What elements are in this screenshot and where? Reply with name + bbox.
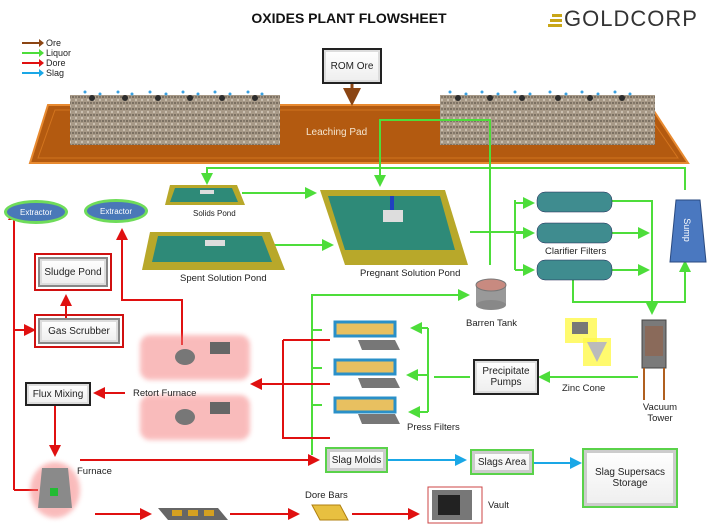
node-sludge-pond: Sludge Pond xyxy=(34,253,112,291)
node-pregnant-solution-pond: Pregnant Solution Pond xyxy=(360,268,461,279)
node-barren-tank: Barren Tank xyxy=(466,318,518,329)
arrow-icon xyxy=(22,59,44,67)
vacuum-tower-graphic xyxy=(641,319,667,400)
node-vacuum-tower: Vacuum Tower xyxy=(642,402,678,424)
node-slag-supersacs-storage: Slag Supersacs Storage xyxy=(582,448,678,508)
node-sump: Sump xyxy=(681,218,692,242)
node-slag-molds: Slag Molds xyxy=(325,447,388,473)
legend-label: Slag xyxy=(46,68,65,78)
node-flux-mixing: Flux Mixing xyxy=(25,382,91,406)
arrow-icon xyxy=(22,39,44,47)
ore-heap-left xyxy=(70,95,280,145)
leaching-pad xyxy=(28,90,690,164)
node-press-filters: Press Filters xyxy=(407,422,460,433)
arrow-icon xyxy=(22,69,44,77)
logo-bars-icon xyxy=(548,12,562,27)
pregnant-solution-pond-graphic xyxy=(320,190,468,265)
barren-tank-graphic xyxy=(475,278,507,310)
node-vault: Vault xyxy=(488,500,509,511)
clarifier-filters-graphic xyxy=(536,191,613,281)
solids-pond-graphic xyxy=(165,185,245,205)
sprinklers-left xyxy=(89,95,258,101)
furnace-graphic xyxy=(30,462,80,518)
legend-label: Dore xyxy=(46,58,66,68)
vault-graphic xyxy=(427,486,483,524)
node-precipitate-pumps: Precipitate Pumps xyxy=(473,359,539,395)
liquor-leach-to-pregnant-pond xyxy=(374,119,491,265)
node-retort-furnace: Retort Furnace xyxy=(133,388,197,399)
node-spent-solution-pond: Spent Solution Pond xyxy=(180,273,267,284)
node-solids-pond: Solids Pond xyxy=(193,209,236,218)
node-rom-ore: ROM Ore xyxy=(322,48,382,84)
spent-solution-pond-graphic xyxy=(142,232,285,270)
liquor-lines xyxy=(201,119,691,455)
dore-lines xyxy=(7,208,420,520)
liquor-sump-to-solids-pond xyxy=(201,167,686,190)
retort-furnace-graphic xyxy=(140,335,250,440)
sump-graphic xyxy=(669,199,707,263)
slag-lines xyxy=(388,454,582,469)
arrow-icon xyxy=(22,49,44,57)
node-dore-bars: Dore Bars xyxy=(305,490,348,501)
legend: Ore Liquor Dore Slag xyxy=(22,38,71,78)
molds-graphic xyxy=(158,508,228,520)
node-leaching-pad: Leaching Pad xyxy=(306,127,368,138)
page-title: OXIDES PLANT FLOWSHEET xyxy=(251,10,447,26)
node-zinc-cone: Zinc Cone xyxy=(562,383,606,394)
spray-drops xyxy=(83,90,632,96)
node-gas-scrubber: Gas Scrubber xyxy=(34,314,124,348)
goldcorp-logo: GOLDCORP xyxy=(548,6,698,32)
legend-item-dore: Dore xyxy=(22,58,71,68)
legend-item-liquor: Liquor xyxy=(22,48,71,58)
node-extractor-2: Extractor xyxy=(84,199,148,223)
logo-text: GOLDCORP xyxy=(564,6,698,31)
legend-item-ore: Ore xyxy=(22,38,71,48)
zinc-cone-graphic xyxy=(565,318,611,366)
legend-label: Ore xyxy=(46,38,62,48)
dore-bars-graphic xyxy=(311,504,349,521)
node-extractor-1: Extractor xyxy=(4,200,68,224)
node-clarifier-filters: Clarifier Filters xyxy=(545,246,607,257)
legend-item-slag: Slag xyxy=(22,68,71,78)
press-filters-graphic xyxy=(333,320,400,424)
node-furnace: Furnace xyxy=(77,466,112,477)
node-slags-area: Slags Area xyxy=(470,449,534,475)
legend-label: Liquor xyxy=(46,48,72,58)
sprinklers-right xyxy=(455,95,625,101)
